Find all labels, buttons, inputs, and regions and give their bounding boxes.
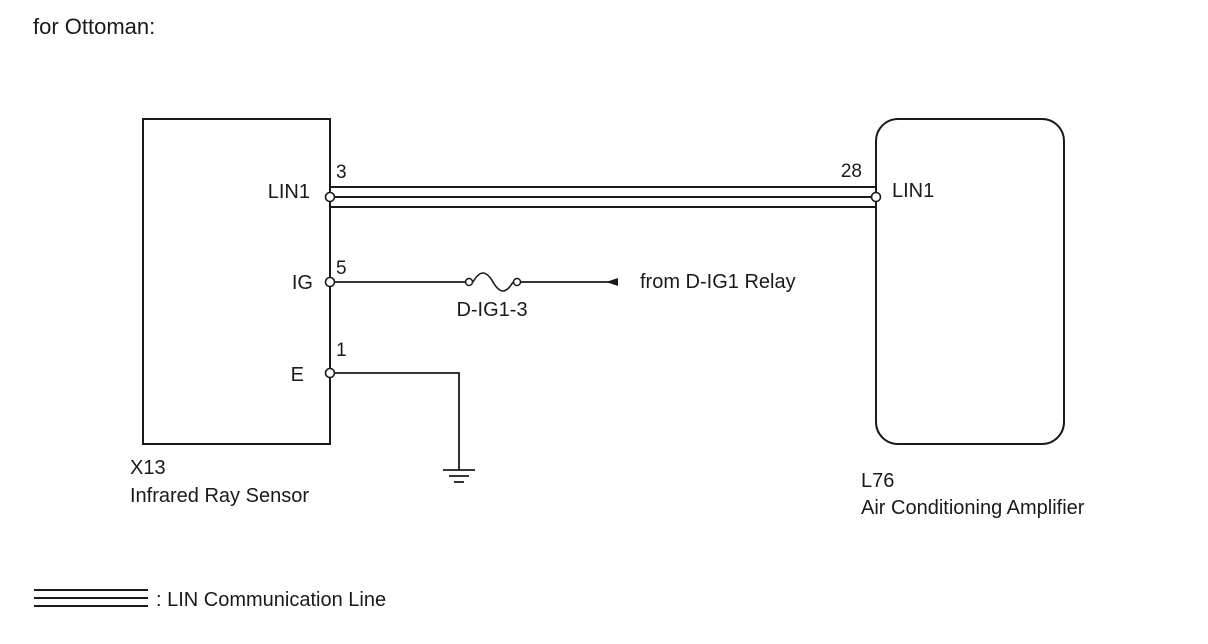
page-heading: for Ottoman: xyxy=(33,14,155,39)
fuse-symbol xyxy=(472,272,514,292)
x13-ig-terminal xyxy=(324,276,336,288)
l76-component-name: Air Conditioning Amplifier xyxy=(861,497,1085,519)
legend-lin-line-symbol xyxy=(34,589,148,607)
x13-e-pin-number: 1 xyxy=(336,340,347,361)
l76-lin1-terminal xyxy=(870,191,882,203)
x13-e-pin-label: E xyxy=(291,364,304,386)
l76-component-code: L76 xyxy=(861,470,894,492)
x13-e-terminal xyxy=(324,367,336,379)
l76-lin1-pin-number: 28 xyxy=(841,161,862,182)
lin-communication-wire xyxy=(330,186,876,208)
x13-lin1-pin-number: 3 xyxy=(336,162,347,183)
x13-ig-pin-number: 5 xyxy=(336,258,347,279)
x13-lin1-terminal xyxy=(324,191,336,203)
fuse-label: D-IG1-3 xyxy=(456,299,527,321)
air-conditioning-amplifier-box xyxy=(875,118,1065,445)
ground-wire xyxy=(330,372,460,470)
l76-lin1-pin-label: LIN1 xyxy=(892,180,934,202)
x13-ig-pin-label: IG xyxy=(292,272,313,294)
x13-component-code: X13 xyxy=(130,457,166,479)
x13-component-name: Infrared Ray Sensor xyxy=(130,485,309,507)
power-source-label: from D-IG1 Relay xyxy=(640,271,796,293)
ig-power-wire xyxy=(330,272,618,292)
legend-label: : LIN Communication Line xyxy=(156,589,386,611)
x13-lin1-pin-label: LIN1 xyxy=(268,181,310,203)
ground-icon xyxy=(443,469,475,483)
arrow-left-icon xyxy=(606,278,618,286)
